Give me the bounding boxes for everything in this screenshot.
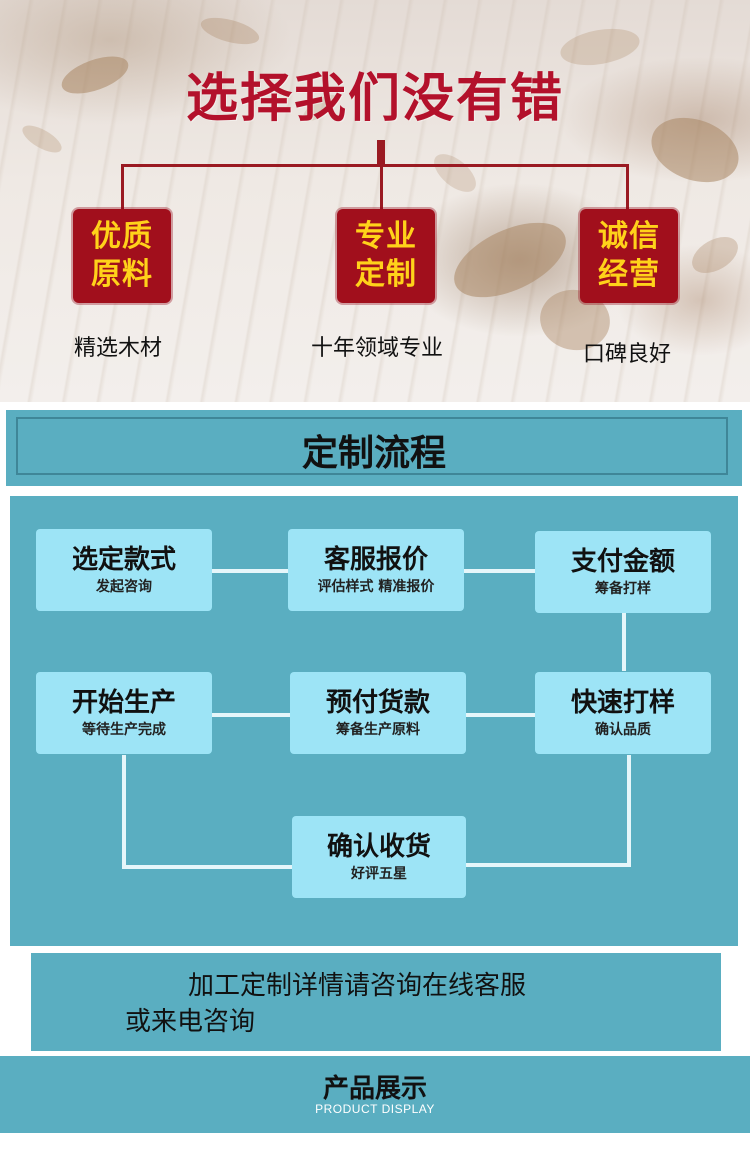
feature-label: 专业 (355, 219, 417, 254)
step-subtitle: 筹备生产原料 (336, 722, 420, 738)
feature-description: 十年领域专业 (311, 336, 444, 361)
flow-connector (464, 713, 536, 717)
consult-banner: 加工定制详情请咨询在线客服 或来电咨询 (31, 953, 721, 1051)
wood-chip-decoration (198, 12, 262, 50)
flow-connector (622, 613, 626, 671)
consult-text: 加工定制详情请咨询在线客服 (188, 971, 527, 1001)
feature-description: 口碑良好 (583, 342, 672, 367)
feature-label: 诚信 (598, 219, 660, 254)
connector-line (380, 164, 383, 210)
header-frame (16, 417, 728, 475)
connector-line (121, 164, 124, 210)
connector-line (626, 164, 629, 210)
feature-professional-custom: 专业 定制 (337, 209, 435, 303)
step-title: 选定款式 (71, 545, 176, 575)
step-quote: 客服报价 评估样式 精准报价 (288, 529, 464, 611)
feature-quality-material: 优质 原料 (73, 209, 171, 303)
feature-label: 原料 (91, 257, 153, 292)
wood-chip-decoration (685, 229, 745, 281)
step-confirm-receipt: 确认收货 好评五星 (292, 816, 466, 898)
process-title: 定制流程 (301, 432, 446, 474)
process-flow-panel: 选定款式 发起咨询 客服报价 评估样式 精准报价 支付金额 筹备打样 快速打样 … (10, 496, 738, 946)
feature-description: 精选木材 (74, 336, 163, 361)
step-title: 开始生产 (71, 688, 176, 718)
flow-connector (464, 569, 536, 573)
step-subtitle: 好评五星 (351, 866, 407, 882)
step-sampling: 快速打样 确认品质 (535, 672, 711, 754)
step-subtitle: 发起咨询 (96, 579, 152, 595)
hero-title: 选择我们没有错 (185, 68, 564, 129)
flow-connector (122, 755, 126, 867)
step-title: 支付金额 (570, 547, 675, 577)
feature-label: 定制 (355, 257, 417, 292)
step-title: 确认收货 (326, 832, 431, 862)
step-payment: 支付金额 筹备打样 (535, 531, 711, 613)
step-prepayment: 预付货款 筹备生产原料 (290, 672, 466, 754)
hero-section: 选择我们没有错 优质 原料 专业 定制 诚信 经营 精选木材 十年领域专业 口碑… (0, 0, 750, 402)
flow-connector (122, 865, 294, 869)
step-subtitle: 评估样式 精准报价 (317, 579, 435, 595)
step-production: 开始生产 等待生产完成 (36, 672, 212, 754)
step-subtitle: 确认品质 (595, 722, 651, 738)
step-select-style: 选定款式 发起咨询 (36, 529, 212, 611)
step-subtitle: 等待生产完成 (82, 722, 166, 738)
connector-line (121, 164, 629, 167)
step-title: 预付货款 (325, 688, 430, 718)
wood-chip-decoration (427, 146, 483, 200)
flow-connector (212, 569, 288, 573)
step-title: 客服报价 (323, 545, 428, 575)
feature-honest-business: 诚信 经营 (580, 209, 678, 303)
product-display-header: 产品展示 PRODUCT DISPLAY (0, 1056, 750, 1131)
flow-connector (212, 713, 290, 717)
flow-connector (466, 863, 631, 867)
step-title: 快速打样 (570, 688, 675, 718)
consult-text: 或来电咨询 (125, 1007, 256, 1037)
product-title: 产品展示 (322, 1074, 427, 1104)
feature-label: 优质 (91, 219, 153, 254)
process-header: 定制流程 (6, 410, 742, 486)
divider (0, 1131, 750, 1133)
connector-line (377, 140, 385, 166)
feature-label: 经营 (598, 257, 660, 292)
product-subtitle: PRODUCT DISPLAY (315, 1102, 435, 1116)
step-subtitle: 筹备打样 (595, 581, 651, 597)
flow-connector (627, 755, 631, 867)
